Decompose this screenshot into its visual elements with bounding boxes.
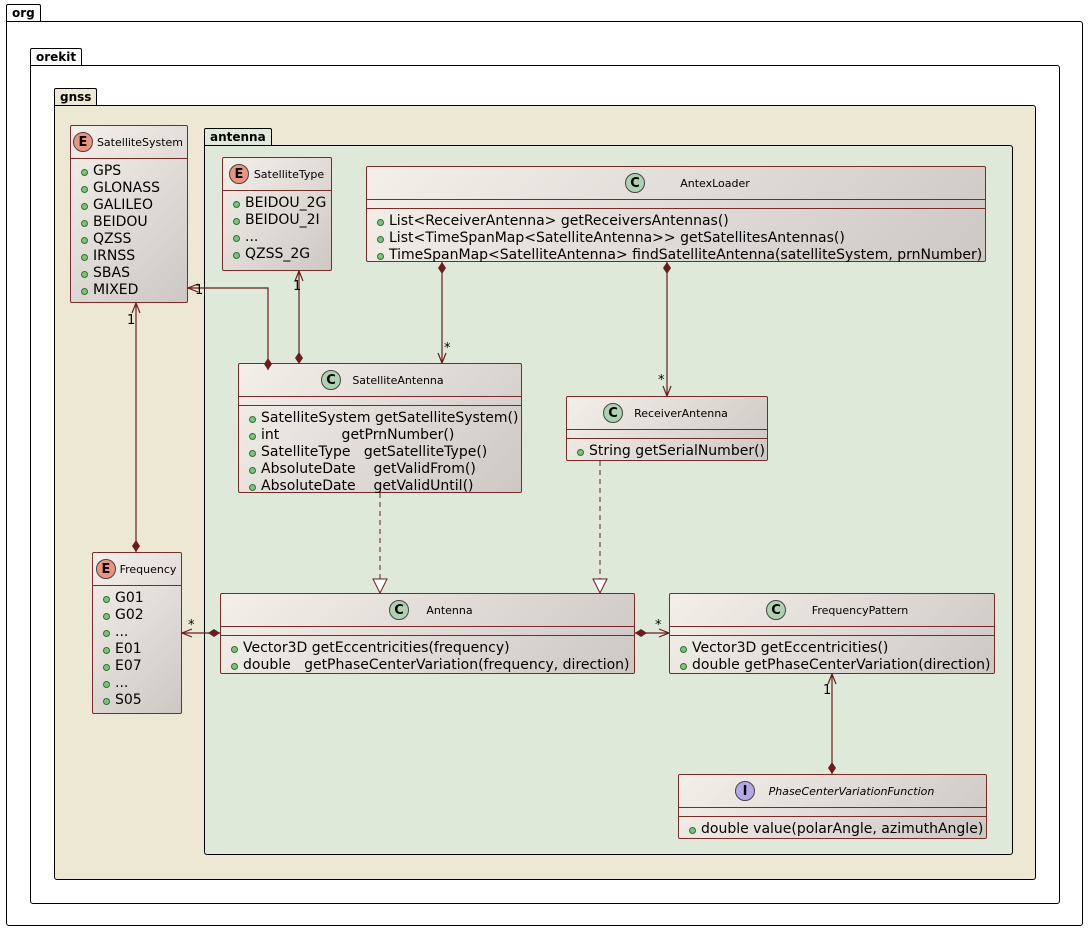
interface-badge-icon: I (735, 781, 755, 801)
class-name: SatelliteSystem (96, 135, 184, 149)
enum-value: IRNSS (81, 248, 187, 265)
method-list: Vector3D getEccentricities() double getP… (670, 636, 994, 680)
package-antenna-label: antenna (204, 128, 272, 146)
enum-value: QZSS (81, 231, 187, 248)
package-org-label: org (6, 4, 41, 22)
class-name: AntexLoader (680, 176, 750, 190)
enum-values: G01 G02 ... E01 E07 ... S05 (93, 586, 181, 715)
method-list: SatelliteSystem getSatelliteSystem() int… (239, 406, 521, 501)
enum-value: GLONASS (81, 180, 187, 197)
method: double getPhaseCenterVariation(frequency… (231, 657, 634, 674)
class-badge-icon: C (625, 173, 645, 193)
method: Vector3D getEccentricities() (680, 640, 994, 657)
enum-value: QZSS_2G (233, 246, 331, 263)
method: AbsoluteDate getValidFrom() (249, 461, 521, 478)
multiplicity-label: * (444, 341, 451, 356)
enum-value: S05 (103, 692, 181, 709)
multiplicity-label: 1 (127, 313, 135, 328)
class-badge-icon: C (603, 403, 623, 423)
enum-value: MIXED (81, 282, 187, 299)
class-antex-loader[interactable]: C AntexLoader List<ReceiverAntenna> getR… (366, 166, 986, 263)
class-name: ReceiverAntenna (634, 406, 728, 420)
multiplicity-label: 1 (195, 283, 203, 298)
enum-value: G02 (103, 607, 181, 624)
class-receiver-antenna[interactable]: C ReceiverAntenna String getSerialNumber… (566, 396, 768, 461)
enum-value: SBAS (81, 265, 187, 282)
enum-value: BEIDOU_2I (233, 212, 331, 229)
package-org: org (6, 0, 1083, 926)
method: SatelliteSystem getSatelliteSystem() (249, 410, 521, 427)
method: double value(polarAngle, azimuthAngle) (689, 821, 986, 838)
enum-badge-icon: E (96, 559, 116, 579)
enum-value: ... (103, 624, 181, 641)
class-antenna[interactable]: C Antenna Vector3D getEccentricities(fre… (220, 593, 635, 674)
method: AbsoluteDate getValidUntil() (249, 478, 521, 495)
method-list: String getSerialNumber() (567, 439, 767, 466)
class-name: Frequency (119, 562, 177, 576)
package-antenna: antenna (204, 124, 1013, 855)
enum-badge-icon: E (73, 132, 93, 152)
class-badge-icon: C (766, 600, 786, 620)
class-name: SatelliteAntenna (352, 373, 444, 387)
enum-value: G01 (103, 590, 181, 607)
enum-badge-icon: E (229, 164, 249, 184)
method: Vector3D getEccentricities(frequency) (231, 640, 634, 657)
class-satellite-system[interactable]: E SatelliteSystem GPS GLONASS GALILEO BE… (70, 125, 188, 303)
enum-value: ... (233, 229, 331, 246)
class-badge-icon: C (389, 600, 409, 620)
enum-value: GALILEO (81, 197, 187, 214)
method: TimeSpanMap<SatelliteAntenna> findSatell… (377, 247, 985, 264)
class-name: FrequencyPattern (811, 603, 909, 617)
enum-values: BEIDOU_2G BEIDOU_2I ... QZSS_2G (223, 191, 331, 269)
class-satellite-type[interactable]: E SatelliteType BEIDOU_2G BEIDOU_2I ... … (222, 157, 332, 271)
multiplicity-label: 1 (293, 279, 301, 294)
method: SatelliteType getSatelliteType() (249, 444, 521, 461)
enum-value: E01 (103, 641, 181, 658)
method: int getPrnNumber() (249, 427, 521, 444)
class-name: SatelliteType (253, 167, 325, 181)
multiplicity-label: * (188, 618, 195, 633)
method-list: List<ReceiverAntenna> getReceiversAntenn… (367, 209, 985, 270)
enum-value: E07 (103, 658, 181, 675)
enum-value: ... (103, 675, 181, 692)
class-name: PhaseCenterVariationFunction (768, 784, 935, 798)
multiplicity-label: * (655, 618, 662, 633)
class-badge-icon: C (321, 370, 341, 390)
class-frequency-pattern[interactable]: C FrequencyPattern Vector3D getEccentric… (669, 593, 995, 674)
package-gnss-label: gnss (54, 88, 98, 106)
method: double getPhaseCenterVariation(direction… (680, 657, 994, 674)
method: List<TimeSpanMap<SatelliteAntenna>> getS… (377, 230, 985, 247)
enum-value: BEIDOU (81, 214, 187, 231)
package-orekit: orekit (30, 44, 1060, 904)
link-satantenna-satsystem (188, 288, 268, 370)
package-orekit-label: orekit (30, 48, 83, 66)
method-list: double value(polarAngle, azimuthAngle) (679, 817, 986, 844)
multiplicity-label: 1 (823, 683, 831, 698)
method: String getSerialNumber() (577, 443, 767, 460)
class-frequency[interactable]: E Frequency G01 G02 ... E01 E07 ... S05 (92, 552, 182, 714)
class-satellite-antenna[interactable]: C SatelliteAntenna SatelliteSystem getSa… (238, 363, 522, 494)
enum-value: BEIDOU_2G (233, 195, 331, 212)
method-list: Vector3D getEccentricities(frequency) do… (221, 636, 634, 680)
class-name: Antenna (426, 603, 473, 617)
enum-value: GPS (81, 163, 187, 180)
enum-values: GPS GLONASS GALILEO BEIDOU QZSS IRNSS SB… (71, 159, 187, 305)
interface-phase-center-variation-function[interactable]: I PhaseCenterVariationFunction double va… (678, 774, 987, 839)
multiplicity-label: * (658, 373, 665, 388)
method: List<ReceiverAntenna> getReceiversAntenn… (377, 213, 985, 230)
